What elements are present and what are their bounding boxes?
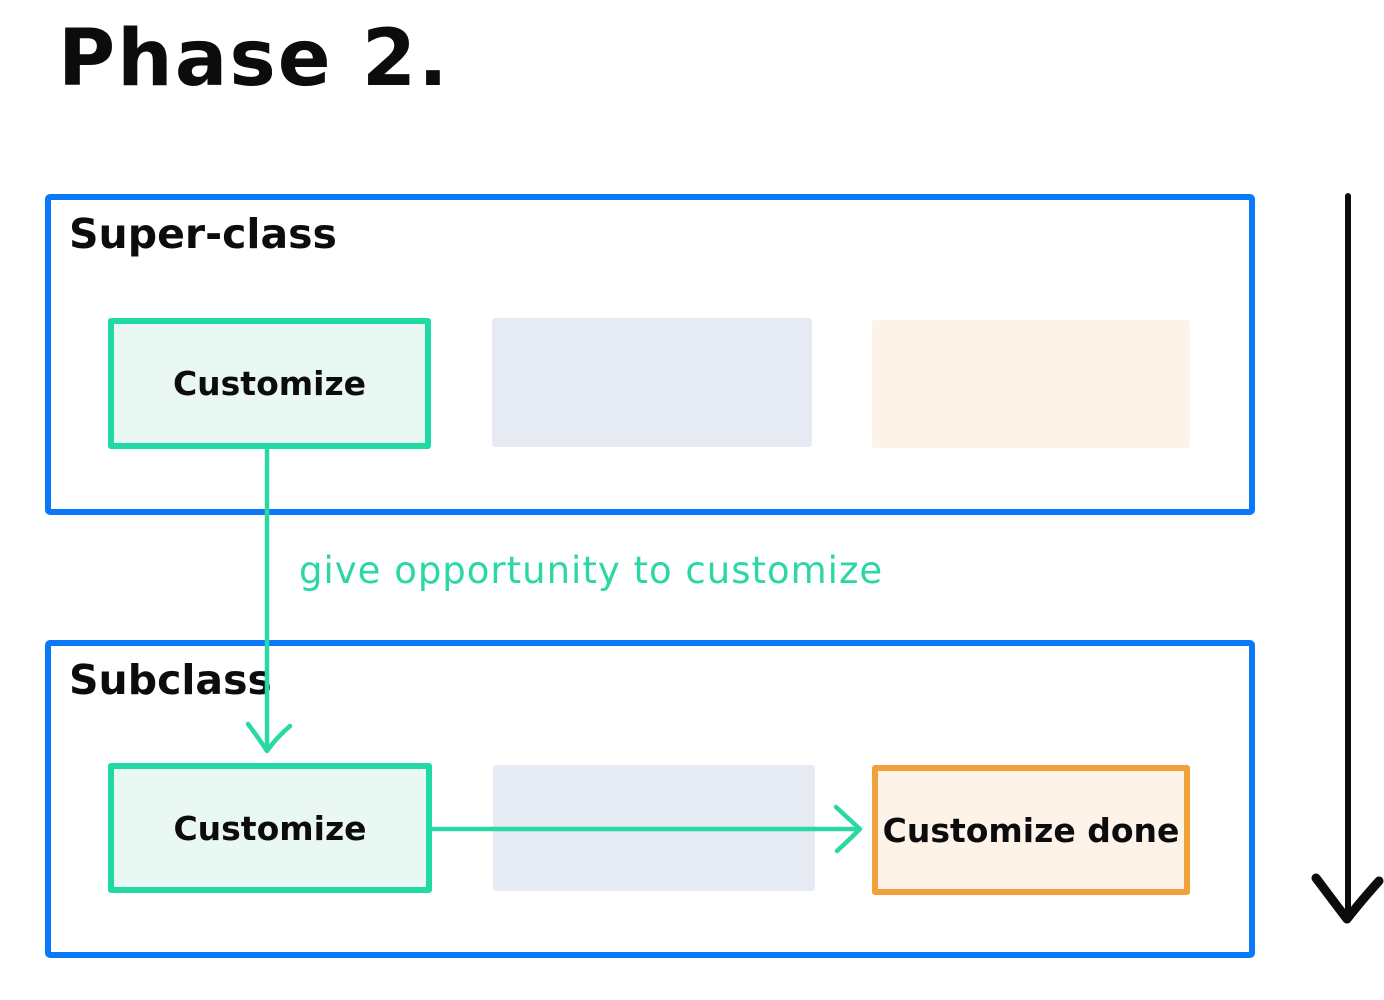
superclass-label: Super-class xyxy=(69,210,337,258)
subclass-customize-box: Customize xyxy=(108,763,432,893)
superclass-placeholder-gray-box xyxy=(492,318,812,447)
subclass-label: Subclass xyxy=(69,656,272,704)
subclass-placeholder-gray-box xyxy=(493,765,815,891)
superclass-customize-label: Customize xyxy=(172,364,367,403)
flow-annotation-label: give opportunity to customize xyxy=(299,549,884,592)
customize-done-box: Customize done xyxy=(872,765,1190,895)
superclass-placeholder-peach-box xyxy=(872,320,1190,448)
superclass-customize-box: Customize xyxy=(108,318,431,449)
page-title: Phase 2. xyxy=(58,14,450,104)
subclass-customize-label: Customize xyxy=(173,808,367,848)
phase-progress-arrow-icon xyxy=(1311,193,1384,924)
customize-done-label: Customize done xyxy=(882,810,1180,850)
